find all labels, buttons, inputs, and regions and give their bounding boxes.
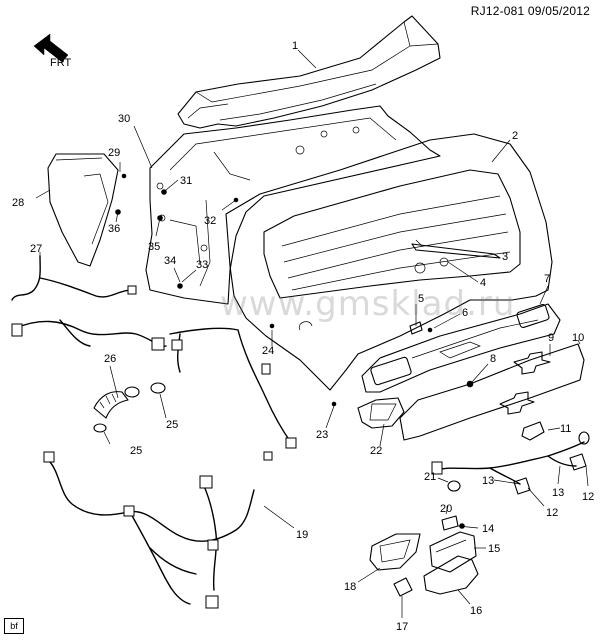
diagram-id-label: RJ12-081 09/05/2012: [470, 4, 590, 18]
callout-29: 29: [108, 147, 120, 159]
callout-25b: 25: [130, 445, 142, 457]
callout-13b: 13: [552, 487, 564, 499]
license-plate-applique: [361, 303, 561, 393]
callout-10: 10: [572, 332, 584, 344]
callout-28: 28: [12, 197, 24, 209]
callout-8: 8: [490, 353, 496, 365]
liftgate-handle-switch: [331, 397, 405, 429]
callout-30: 30: [118, 113, 130, 125]
callout-19: 19: [296, 529, 308, 541]
callout-23: 23: [316, 429, 328, 441]
corner-tag: bf: [4, 618, 24, 634]
rear-wiper-arm: [411, 239, 501, 259]
callout-11: 11: [560, 423, 571, 435]
upper-wire-harness: [11, 255, 167, 351]
liftgate-inner-panel: [145, 105, 441, 305]
callout-20: 20: [440, 503, 452, 515]
callout-32: 32: [204, 215, 216, 227]
callout-33: 33: [196, 259, 208, 271]
callout-31: 31: [180, 175, 192, 187]
callout-1: 1: [292, 40, 298, 52]
fasteners: [115, 173, 474, 388]
bowtie-emblem: [513, 351, 551, 375]
callout-34: 34: [164, 255, 176, 267]
callout-35: 35: [148, 241, 160, 253]
liftgate-side-trim: [47, 153, 119, 267]
callout-2: 2: [512, 130, 518, 142]
rear-spoiler: [177, 15, 441, 129]
callout-12b: 12: [546, 507, 558, 519]
callout-18: 18: [344, 581, 356, 593]
callout-15: 15: [488, 543, 500, 555]
callout-22: 22: [370, 445, 382, 457]
liftgate-window-glass: [225, 133, 553, 391]
callout-14: 14: [482, 523, 494, 535]
lower-wire-harness: [43, 451, 255, 609]
callout-27: 27: [30, 243, 42, 255]
callout-6: 6: [462, 307, 468, 319]
callout-12a: 12: [582, 491, 594, 503]
callout-26: 26: [104, 353, 116, 365]
callout-24: 24: [262, 345, 274, 357]
callout-13a: 13: [482, 475, 494, 487]
callout-17: 17: [396, 621, 408, 633]
callout-5: 5: [418, 293, 424, 305]
front-direction-arrow-icon: FRT: [33, 33, 71, 69]
leader-lines: [35, 49, 589, 618]
liftgate-handle-assembly: [369, 515, 479, 597]
callout-25a: 25: [166, 419, 178, 431]
callout-3: 3: [502, 251, 508, 263]
liftgate-lower-closeout: [399, 343, 585, 441]
frt-label: FRT: [50, 57, 71, 69]
callout-7: 7: [544, 273, 550, 285]
callout-16: 16: [470, 605, 482, 617]
watermark-text: www.gmsklad.ru: [220, 284, 516, 324]
callout-9: 9: [548, 332, 554, 344]
callout-21: 21: [424, 471, 436, 483]
callout-numbers: 1 2 3 4 5 6 7 8 9 10 11 12 12 13 13 14 1…: [12, 40, 594, 633]
liftgate-side-harness: [169, 327, 297, 461]
harness-conduit-grommets: [93, 382, 166, 433]
callout-36: 36: [108, 223, 120, 235]
callout-4: 4: [480, 277, 486, 289]
